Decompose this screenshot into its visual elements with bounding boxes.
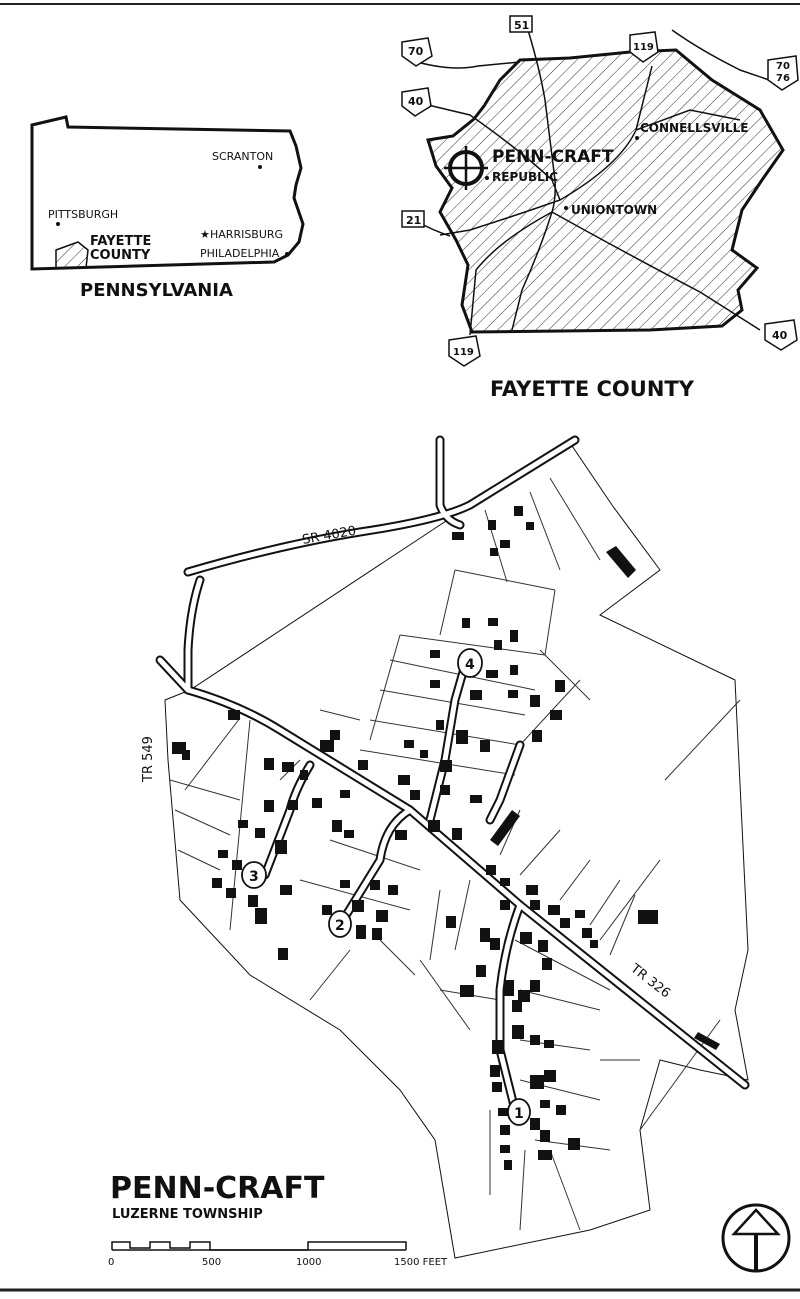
route-70-76-label-a: 70 bbox=[776, 61, 790, 72]
scale-label-1500-feet: 1500 FEET bbox=[394, 1257, 448, 1268]
pennsylvania-outline bbox=[30, 115, 305, 271]
fayette-county-outline bbox=[426, 48, 785, 334]
route-119-top-shield bbox=[629, 31, 659, 63]
route-40-right-shield bbox=[764, 319, 798, 351]
site-map-subtitle: LUZERNE TOWNSHIP bbox=[112, 1207, 263, 1222]
site-map-title: PENN-CRAFT bbox=[110, 1171, 325, 1206]
star-icon: ★ bbox=[200, 228, 210, 241]
road-label-sr4020: SR 4020 bbox=[301, 524, 357, 548]
city-label-pittsburgh: PITTSBURGH bbox=[48, 208, 118, 221]
route-40-left-shield bbox=[401, 87, 432, 117]
route-51-shield bbox=[509, 15, 533, 33]
north-arrow-icon bbox=[721, 1203, 791, 1273]
cul-de-sac-4: 4 bbox=[457, 648, 483, 678]
fayette-county-map: 51 70 119 70 76 40 21 119 40 PENN-CRAFT … bbox=[401, 15, 799, 401]
cul-de-sac-3: 3 bbox=[241, 861, 267, 889]
route-70-76-shield bbox=[767, 55, 799, 91]
scale-label-500: 500 bbox=[202, 1257, 221, 1268]
road-network bbox=[155, 435, 750, 1115]
scale-label-1000: 1000 bbox=[296, 1257, 321, 1268]
cul-de-sac-label-3: 3 bbox=[249, 869, 259, 885]
fayette-county-shape bbox=[55, 241, 89, 269]
cul-de-sac-1: 1 bbox=[507, 1098, 531, 1126]
route-40-left-label: 40 bbox=[408, 95, 424, 108]
route-70-label: 70 bbox=[408, 45, 424, 58]
route-51-label: 51 bbox=[514, 19, 529, 32]
county-label-line2: COUNTY bbox=[90, 248, 151, 263]
city-label-scranton: SCRANTON bbox=[212, 150, 273, 163]
crosshair-circle-icon bbox=[444, 146, 488, 190]
buildings bbox=[172, 506, 720, 1170]
cul-de-sac-2: 2 bbox=[328, 910, 352, 938]
lot-lines bbox=[169, 477, 741, 1231]
place-label-republic: REPUBLIC bbox=[492, 170, 558, 184]
county-map-title: FAYETTE COUNTY bbox=[490, 377, 695, 401]
scale-label-0: 0 bbox=[108, 1257, 114, 1268]
scale-bar bbox=[111, 1241, 407, 1251]
place-label-connellsville: CONNELLSVILLE bbox=[640, 121, 748, 135]
site-boundary bbox=[164, 439, 749, 1259]
city-label-harrisburg: HARRISBURG bbox=[210, 228, 283, 241]
route-119-bottom-shield bbox=[448, 335, 481, 367]
pennsylvania-inset: SCRANTON PITTSBURGH ★ HARRISBURG PHILADE… bbox=[30, 115, 305, 301]
state-map-title: PENNSYLVANIA bbox=[80, 280, 233, 301]
place-label-uniontown: UNIONTOWN bbox=[571, 203, 657, 217]
route-21-label: 21 bbox=[406, 214, 421, 227]
route-70-76-label-b: 76 bbox=[776, 73, 790, 84]
route-119-bottom-label: 119 bbox=[453, 347, 474, 358]
cul-de-sac-label-1: 1 bbox=[514, 1106, 524, 1122]
cul-de-sac-label-2: 2 bbox=[335, 918, 345, 934]
route-40-right-label: 40 bbox=[772, 329, 788, 342]
route-119-top-label: 119 bbox=[633, 42, 654, 53]
county-label-line1: FAYETTE bbox=[90, 234, 151, 249]
site-map: 1 2 3 4 bbox=[108, 435, 791, 1273]
place-label-penn-craft: PENN-CRAFT bbox=[492, 147, 614, 167]
road-label-tr549: TR 549 bbox=[141, 736, 156, 783]
route-70-shield bbox=[401, 37, 433, 67]
city-label-philadelphia: PHILADELPHIA bbox=[200, 247, 280, 260]
cul-de-sac-label-4: 4 bbox=[465, 657, 475, 673]
route-21-shield bbox=[401, 210, 425, 228]
